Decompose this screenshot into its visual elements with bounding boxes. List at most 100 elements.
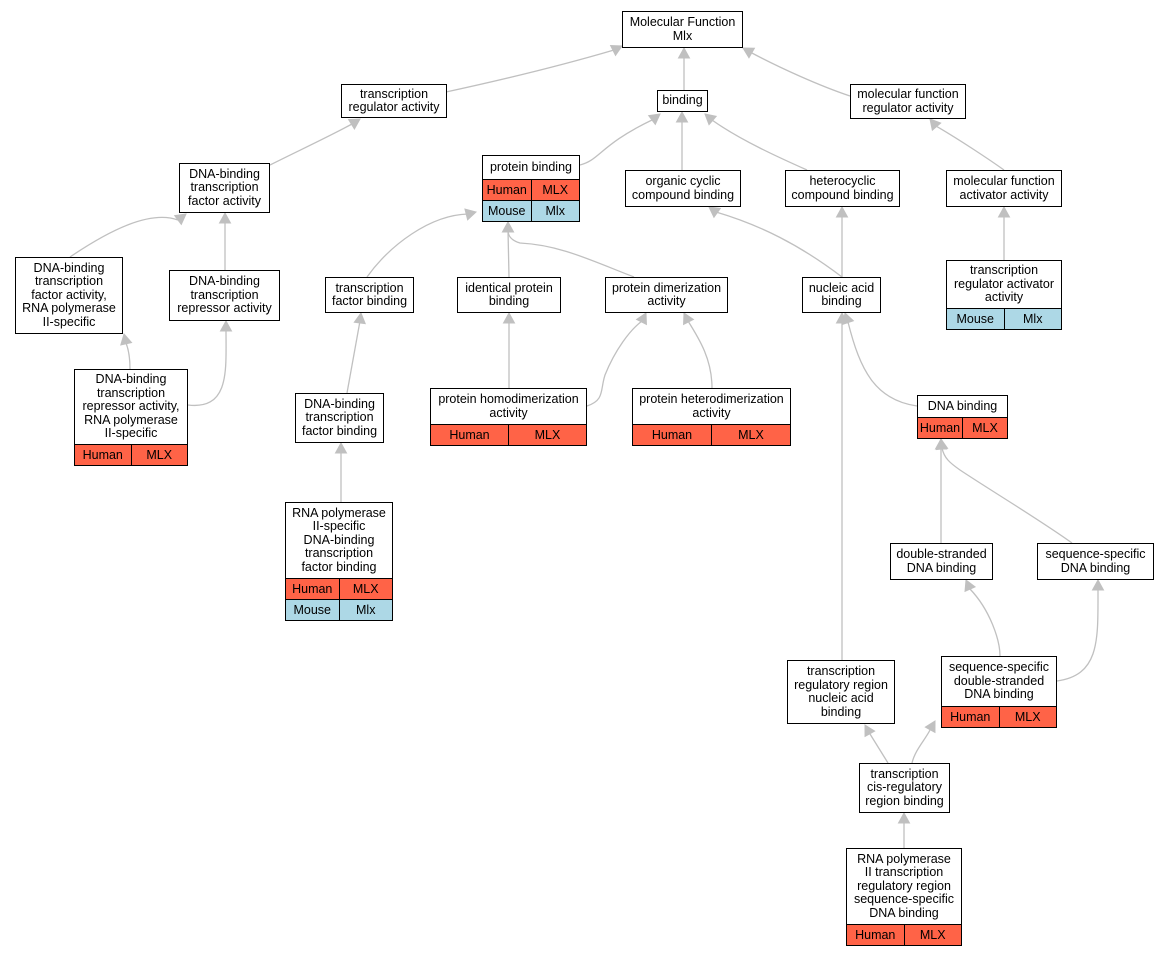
node-rna-polymerase-ii-transcription-regulatory-region-sequence-specific-dna-binding[interactable]: RNA polymerase II transcription regulato… [846,848,962,946]
edge-arrowhead-27 [964,579,977,593]
edge-arrowhead-1 [609,45,623,57]
species-cell: Human [431,425,508,445]
edge-arrowhead-4 [647,113,661,126]
edge-6 [711,119,808,171]
species-cell: Mouse [286,600,339,620]
node-dna-binding-transcription-repressor-activity[interactable]: DNA-binding transcription repressor acti… [169,270,280,321]
node-molecular-function[interactable]: Molecular Function Mlx [622,11,743,48]
edge-arrowhead-21 [683,312,695,326]
edge-22 [847,321,918,407]
node-transcription-regulator-activity[interactable]: transcription regulator activity [341,84,447,118]
gene-cell: Mlx [338,600,392,620]
gene-cell: MLX [508,425,586,445]
edge-arrowhead-30 [924,720,936,734]
node-dna-binding-transcription-factor-binding[interactable]: DNA-binding transcription factor binding [295,393,384,443]
edge-7 [935,125,1005,171]
edge-arrowhead-7 [929,118,942,132]
edge-arrowhead-23 [334,441,348,454]
edge-13 [715,211,843,278]
edge-arrowhead-3 [347,118,361,130]
species-cell: Mouse [947,309,1004,329]
edge-arrowhead-31 [897,811,911,824]
edge-3 [269,123,353,166]
node-dna-binding-transcription-repressor-activity-rnap2[interactable]: DNA-binding transcription repressor acti… [74,369,188,466]
node-rna-polymerase-ii-specific-dna-binding-transcription-factor-binding[interactable]: RNA polymerase II-specific DNA-binding t… [285,502,393,621]
species-cell: Human [483,180,531,200]
edge-11 [507,229,510,278]
edge-16 [125,342,131,370]
node-molecular-function-regulator-activity[interactable]: molecular function regulator activity [850,84,966,119]
node-transcription-factor-binding[interactable]: transcription factor binding [325,277,414,313]
edge-arrowhead-15 [997,205,1011,218]
node-sequence-specific-dna-binding[interactable]: sequence-specific DNA binding [1037,543,1154,580]
gene-cell: MLX [998,707,1056,727]
edge-10 [366,213,469,278]
species-cell: Human [286,579,339,599]
edge-12 [507,229,635,278]
node-dna-binding-transcription-factor-activity[interactable]: DNA-binding transcription factor activit… [179,163,270,213]
edge-arrowhead-8 [173,213,187,226]
gene-cell: MLX [530,180,579,200]
edge-4 [579,119,653,166]
edge-arrowhead-5 [675,110,689,123]
node-heterocyclic-compound-binding[interactable]: heterocyclic compound binding [785,170,900,207]
edge-arrowhead-9 [218,211,232,224]
node-organic-cyclic-compound-binding[interactable]: organic cyclic compound binding [625,170,741,207]
gene-cell: MLX [130,445,187,465]
edge-arrowhead-18 [353,311,366,325]
node-nucleic-acid-binding[interactable]: nucleic acid binding [802,277,881,313]
node-transcription-cis-regulatory-region-binding[interactable]: transcription cis-regulatory region bind… [859,763,950,813]
gene-cell: Mlx [530,201,579,221]
edge-2 [749,51,851,97]
edge-1 [445,49,615,93]
edge-28 [1056,588,1099,682]
node-protein-dimerization-activity[interactable]: protein dimerization activity [605,277,728,313]
gene-cell: Mlx [1003,309,1061,329]
edge-arrowhead-20 [635,312,647,326]
edge-21 [687,320,713,389]
edge-arrowhead-14 [835,205,849,218]
edge-arrowhead-12 [501,220,515,233]
species-cell: Human [942,707,999,727]
species-cell: Human [633,425,711,445]
node-transcription-regulator-activator-activity[interactable]: transcription regulator activator activi… [946,260,1062,330]
gene-cell: MLX [962,418,1007,438]
edge-arrowhead-29 [864,724,876,738]
edge-20 [586,320,643,407]
node-identical-protein-binding[interactable]: identical protein binding [457,277,561,313]
species-cell: Human [918,418,962,438]
node-transcription-regulatory-region-nucleic-acid-binding[interactable]: transcription regulatory region nucleic … [787,660,895,724]
node-molecular-function-activator-activity[interactable]: molecular function activator activity [946,170,1062,207]
edge-25 [941,447,1073,544]
edge-arrowhead-13 [708,206,722,219]
edge-17 [187,329,227,406]
species-cell: Human [75,445,131,465]
species-cell: Mouse [483,201,531,221]
species-cell: Human [847,925,904,945]
node-double-stranded-dna-binding[interactable]: double-stranded DNA binding [890,543,993,580]
edge-arrowhead-2 [742,47,756,59]
node-binding[interactable]: binding [657,90,708,112]
gene-cell: MLX [338,579,392,599]
edge-arrowhead-17 [219,319,233,332]
node-dna-binding-transcription-factor-activity-rnap2[interactable]: DNA-binding transcription factor activit… [15,257,123,334]
edge-arrowhead-28 [1091,578,1105,591]
gene-cell: MLX [711,425,790,445]
node-sequence-specific-double-stranded-dna-binding[interactable]: sequence-specific double-stranded DNA bi… [941,656,1057,728]
edge-18 [346,320,361,394]
